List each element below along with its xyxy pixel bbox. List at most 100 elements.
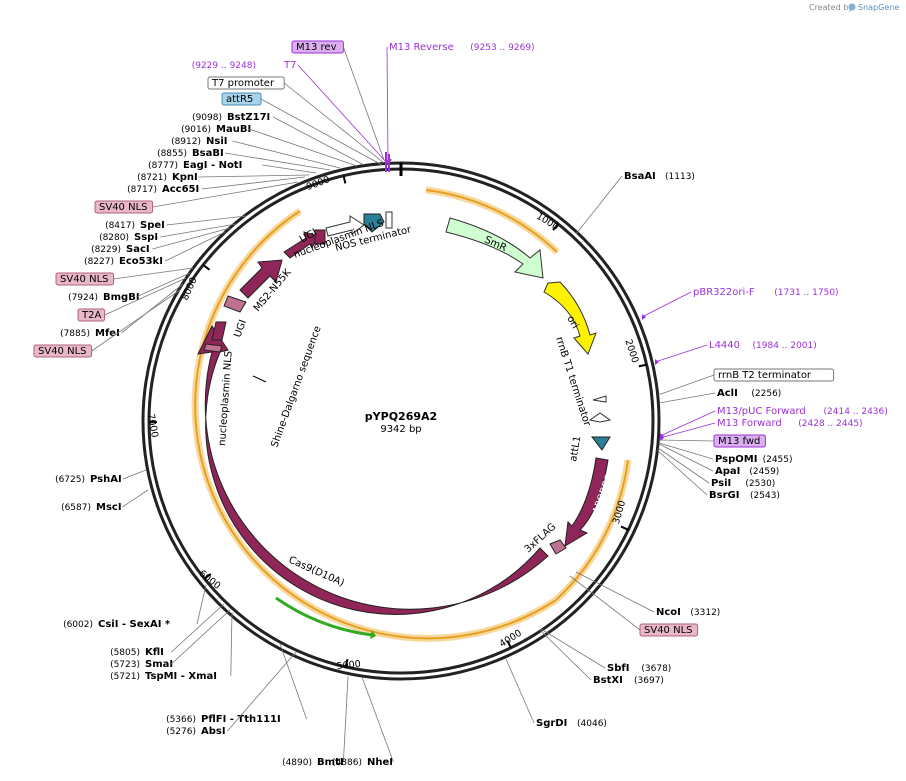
annotation-enzyme-position: (8777) xyxy=(148,161,178,171)
feature-attl1 xyxy=(590,436,611,451)
annotation-leader-line xyxy=(152,181,299,208)
ring-tick-mark xyxy=(552,223,559,231)
annotation-leader-line xyxy=(279,643,307,720)
annotation-enzyme-position: (8721) xyxy=(137,173,167,183)
annotation-enzyme: (8280)SspI xyxy=(99,223,237,243)
annotation-enzyme-position: (2530) xyxy=(745,479,775,489)
ring-tick-mark xyxy=(620,525,629,531)
annotation-enzyme-name: BsaBI xyxy=(192,148,224,159)
annotation-leader-line xyxy=(122,489,149,508)
annotation-primer: L4440(1984 .. 2001) xyxy=(654,340,817,365)
annotation-enzyme: (6725) PshAI xyxy=(55,469,147,485)
feature-t7-promoter xyxy=(385,211,393,229)
primer-arrow-icon xyxy=(655,359,659,365)
annotation-primer-name: M13/pUC Forward xyxy=(717,406,806,417)
annotation-enzyme-name: CsiI - SexAI * xyxy=(98,619,171,630)
annotation-leader-line xyxy=(232,140,341,169)
annotation-enzyme: SbfI(3678) xyxy=(540,628,671,674)
annotation-enzyme-name: PsiI xyxy=(711,478,731,489)
annotation-enzyme-position: (6002) xyxy=(63,620,93,630)
annotation-leader-line xyxy=(659,410,716,437)
annotation-enzyme: AclI(2256) xyxy=(658,388,781,404)
shine-dalgarno-mark xyxy=(252,375,267,383)
annotation-leader-line xyxy=(224,152,331,171)
annotation-primer: M13 Forward(2428 .. 2445) xyxy=(659,418,863,441)
annotation-leader-line xyxy=(540,628,606,669)
annotation-leader-line xyxy=(658,392,716,404)
annotation-enzyme-position: (5276) xyxy=(166,727,196,737)
annotation-enzyme: (5805)KflI xyxy=(110,603,225,658)
annotation-leader-line xyxy=(654,344,708,363)
annotation-tag: SV40 NLS xyxy=(94,181,299,214)
annotation-tag: rrnB T2 terminator xyxy=(657,368,835,396)
feature-ori xyxy=(543,281,597,355)
annotation-leader-line xyxy=(343,675,349,763)
annotation-enzyme: (6002) CsiI - SexAI * xyxy=(63,584,207,630)
annotation-tag-label: M13 fwd xyxy=(718,436,760,447)
annotation-leader-line xyxy=(122,469,147,480)
annotation-leader-line xyxy=(657,447,710,484)
annotation-enzyme: BstXI(3697) xyxy=(539,629,664,686)
ring-tick-label: 7000 xyxy=(145,413,160,439)
annotation-leader-line xyxy=(198,174,310,178)
annotation-primer-position: (2428 .. 2445) xyxy=(798,419,862,429)
ring-tick-label: 9000 xyxy=(305,174,331,193)
feature-attl1-label: attL1 xyxy=(568,435,583,462)
annotation-leader-line xyxy=(575,571,655,613)
feature-3xflag xyxy=(549,539,567,555)
annotation-enzyme: (8855)BsaBI xyxy=(157,148,331,171)
annotation-leader-line xyxy=(539,629,592,681)
feature-ms2 xyxy=(239,259,283,299)
annotation-primer-position: (1984 .. 2001) xyxy=(753,341,817,351)
annotation-leader-line xyxy=(152,227,231,250)
annotation-leader-line xyxy=(196,584,207,625)
annotation-enzyme-position: (7885) xyxy=(60,329,90,339)
annotation-enzyme: SgrDI(4046) xyxy=(505,658,607,729)
annotation-enzyme-position: (9016) xyxy=(181,125,211,135)
annotation-primer-name: T7 xyxy=(283,60,296,71)
annotations: M13 rev M13 Reverse(9253 .. 9269) (9229 ..… xyxy=(33,40,888,768)
annotation-tag: attR5 xyxy=(221,92,383,166)
annotation-enzyme-position: (8912) xyxy=(171,137,201,147)
annotation-enzyme-position: (4886) xyxy=(332,758,362,768)
annotation-enzyme-name: Acc65I xyxy=(162,184,199,195)
annotation-tag-label: attR5 xyxy=(226,94,253,105)
annotation-primer-position: (9229 .. 9248) xyxy=(192,61,256,71)
ring-tick-mark xyxy=(203,573,212,580)
annotation-primer: M13 Reverse(9253 .. 9269) xyxy=(386,42,535,163)
credit-prefix: Created by xyxy=(809,3,853,12)
annotation-enzyme-name: BstXI xyxy=(593,675,623,686)
annotation-enzyme: (9098)BstZ17I xyxy=(192,112,365,166)
annotation-enzyme-name: Eco53kI xyxy=(119,256,163,267)
annotation-leader-line xyxy=(505,658,535,724)
annotation-enzyme-name: MscI xyxy=(96,502,122,513)
annotation-tag-label: M13 rev xyxy=(296,42,337,53)
annotation-enzyme-position: (6725) xyxy=(55,475,85,485)
annotation-enzyme: (7885) MfeI xyxy=(60,283,184,339)
feature-nos xyxy=(325,215,365,237)
annotation-enzyme: (8229)SacI xyxy=(91,227,231,255)
annotation-enzyme: BsaAI(1113) xyxy=(575,171,695,235)
annotation-enzyme-name: PshAI xyxy=(90,474,122,485)
annotation-enzyme: (7924)BmgBI xyxy=(68,272,191,303)
annotation-enzyme: BsrGI(2543) xyxy=(656,449,780,501)
annotation-enzyme-name: KpnI xyxy=(172,172,198,183)
annotation-enzyme-position: (1113) xyxy=(665,172,695,182)
annotation-enzyme-name: NsiI xyxy=(206,136,227,147)
annotation-leader-line xyxy=(135,272,191,298)
annotation-enzyme-position: (8280) xyxy=(99,233,129,243)
annotation-enzyme-name: BstZ17I xyxy=(227,112,270,123)
ring-tick-label: 5000 xyxy=(336,659,361,672)
snapgene-logo-icon xyxy=(848,3,856,11)
rrnb-t1-arrow xyxy=(588,412,612,423)
annotation-enzyme-name: BmtI xyxy=(317,757,344,768)
annotation-leader-line xyxy=(575,175,623,235)
annotation-enzyme-position: (2543) xyxy=(750,491,780,501)
annotation-enzyme-name: MfeI xyxy=(95,328,120,339)
backbone xyxy=(141,161,661,681)
credit-brand: SnapGene xyxy=(858,3,899,12)
annotation-enzyme-position: (3678) xyxy=(641,664,671,674)
annotation-enzyme: (8721) KpnI xyxy=(137,172,310,183)
ring-tick-mark xyxy=(344,658,349,668)
annotation-leader-line xyxy=(171,609,231,665)
